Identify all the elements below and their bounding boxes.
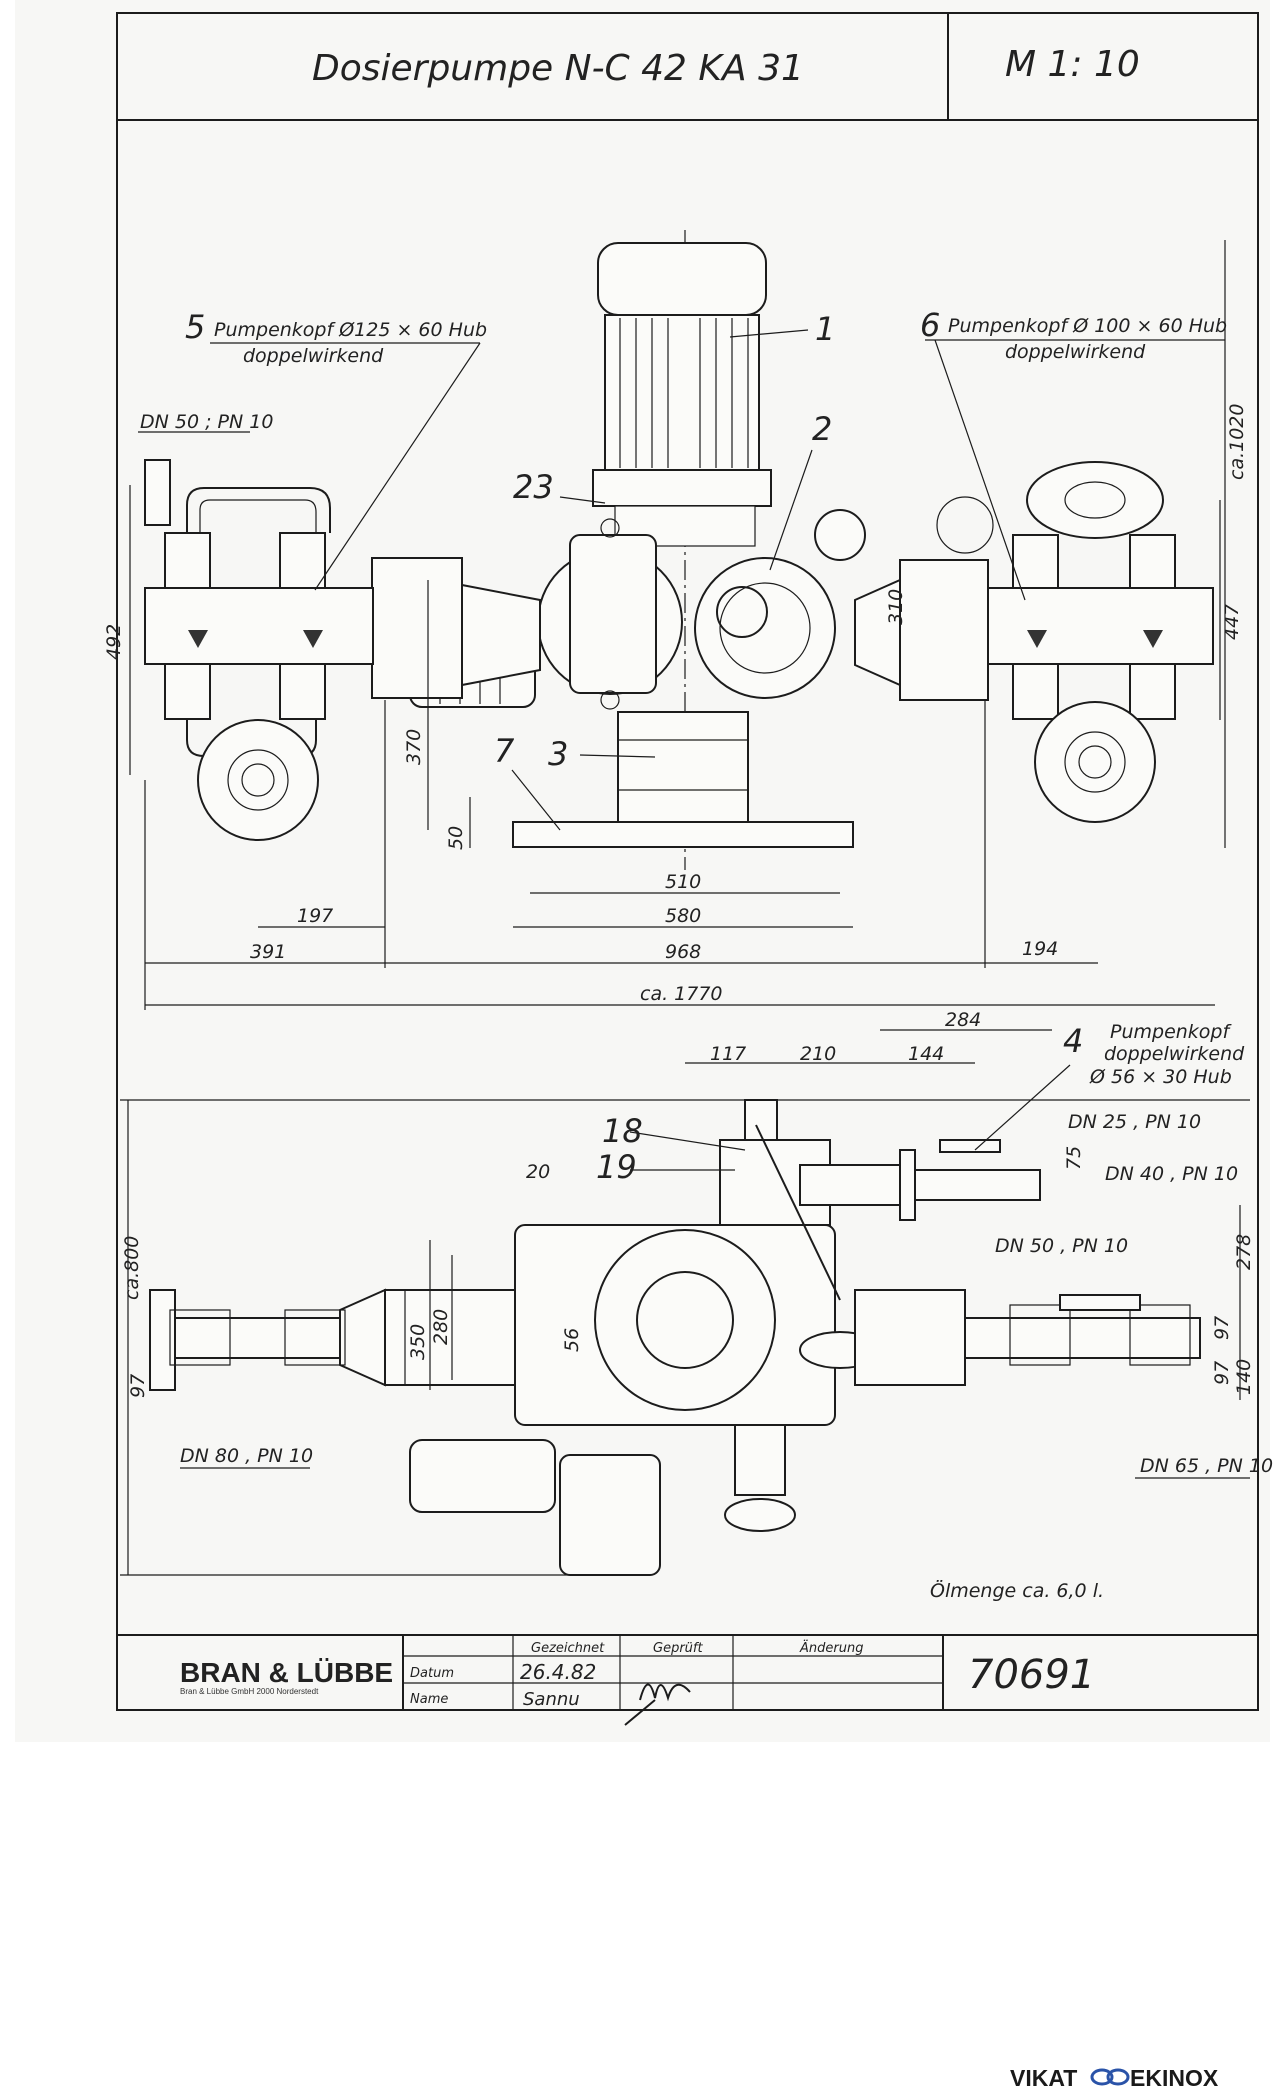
dim-510: 510 — [665, 871, 701, 893]
dim-97-right-upper: 97 — [1211, 1316, 1233, 1340]
dim-968: 968 — [665, 941, 701, 963]
logo-text-right: EKINOX — [1130, 2065, 1219, 2091]
dn40-label: DN 40 , PN 10 — [1105, 1163, 1238, 1185]
dim-50: 50 — [445, 826, 467, 850]
part-4-label: 4 — [1063, 1022, 1083, 1060]
plan-left-pipe — [149, 1317, 341, 1359]
plan-view: 18 19 4 Pumpenkopf doppelwirkend Ø 56 × … — [120, 1009, 1273, 1602]
checker-signature — [624, 1683, 691, 1726]
dim-97-right-lower: 97 — [1211, 1361, 1233, 1385]
pump4-type: doppelwirkend — [1104, 1043, 1245, 1065]
part-1-label: 1 — [815, 310, 835, 348]
pump4-size: Ø 56 × 30 Hub — [1089, 1066, 1232, 1088]
pedestal — [617, 711, 749, 823]
part-7-label: 7 — [494, 732, 515, 770]
dn80-label: DN 80 , PN 10 — [180, 1445, 313, 1467]
dim-56: 56 — [561, 1328, 583, 1352]
motor-body — [604, 314, 760, 471]
dim-20: 20 — [526, 1161, 550, 1183]
pump6-spec: Pumpenkopf Ø 100 × 60 Hub — [948, 315, 1227, 337]
drawn-by-value: Sannu — [523, 1689, 580, 1710]
bolt — [600, 690, 620, 710]
plan-knob-bottom — [724, 1498, 796, 1532]
pressure-gauge — [716, 586, 768, 638]
dim-75: 75 — [1063, 1146, 1085, 1170]
plan-lower-motor — [559, 1454, 661, 1576]
dim-447: 447 — [1221, 604, 1243, 640]
plan-dimension-lines — [127, 1029, 1241, 1575]
dim-144: 144 — [908, 1043, 944, 1065]
plan-pump4-pipe — [799, 1164, 901, 1206]
row-name: Name — [410, 1692, 448, 1707]
dim-278: 278 — [1233, 1234, 1255, 1270]
vikat-ekinox-logo: VIKAT EKINOX — [1010, 2065, 1219, 2091]
part-3-label: 3 — [548, 735, 568, 773]
motor-fins — [619, 318, 749, 468]
drawing-scale: M 1: 10 — [1005, 44, 1140, 85]
dimension-lines — [129, 240, 1226, 1010]
dim-117: 117 — [710, 1043, 746, 1065]
pump5-type: doppelwirkend — [243, 345, 384, 367]
part-6-label: 6 — [920, 306, 940, 344]
part-23-label: 23 — [513, 468, 554, 506]
dim-580: 580 — [665, 905, 701, 927]
part-2-label: 2 — [812, 410, 832, 448]
col-drawn: Gezeichnet — [531, 1641, 605, 1656]
plan-right-pipe — [964, 1317, 1201, 1359]
dn50-bottom-label: DN 50 , PN 10 — [995, 1235, 1128, 1257]
dim-210: 210 — [800, 1043, 836, 1065]
motor-fan-cover — [597, 242, 767, 316]
dim-194: 194 — [1022, 938, 1058, 960]
company-name: BRAN & LÜBBE — [180, 1657, 393, 1688]
pump-head-6 — [854, 461, 1214, 823]
dim-391: 391 — [250, 941, 286, 963]
part-5-label: 5 — [185, 308, 205, 346]
pump5-spec: Pumpenkopf Ø125 × 60 Hub — [214, 319, 487, 341]
dim-370: 370 — [403, 729, 425, 765]
gauge-ring — [719, 582, 811, 674]
dim-1770: ca. 1770 — [640, 983, 723, 1005]
dn25-label: DN 25 , PN 10 — [1068, 1111, 1201, 1133]
drawing-number: 70691 — [968, 1652, 1095, 1698]
oil-quantity-note: Ölmenge ca. 6,0 l. — [930, 1579, 1104, 1602]
col-change: Änderung — [799, 1640, 863, 1656]
base-plate — [512, 821, 854, 848]
dim-350: 350 — [407, 1324, 429, 1360]
dn50-top-label: DN 50 ; PN 10 — [140, 411, 273, 433]
pump-head-5 — [144, 459, 541, 841]
part-18-label: 18 — [602, 1112, 643, 1150]
plan-housing-ring — [594, 1229, 776, 1411]
top-gauge — [814, 509, 866, 561]
front-view: 1 2 23 3 7 5 Pumpenkopf Ø125 × 60 Hub do… — [103, 230, 1248, 1010]
dim-800: ca.800 — [121, 1236, 143, 1300]
dim-310: 310 — [885, 589, 907, 625]
date-value: 26.4.82 — [520, 1660, 596, 1684]
title-block: BRAN & LÜBBE Bran & Lübbe GmbH 2000 Nord… — [117, 1634, 1258, 1726]
dim-1020: ca.1020 — [1226, 404, 1248, 480]
infinity-icon — [1090, 2068, 1130, 2086]
dim-280: 280 — [430, 1309, 452, 1345]
pump6-type: doppelwirkend — [1005, 341, 1146, 363]
bolt — [600, 518, 620, 538]
dn65-label: DN 65 , PN 10 — [1140, 1455, 1273, 1477]
plan-adjust-motor — [409, 1439, 556, 1513]
gearbox-right — [694, 557, 836, 699]
company-address: Bran & Lübbe GmbH 2000 Norderstedt — [180, 1687, 319, 1696]
drawing-frame — [116, 12, 1259, 1711]
plan-motor-fan — [636, 1271, 734, 1369]
drawing-title: Dosierpumpe N-C 42 KA 31 — [312, 48, 804, 89]
part-19-label: 19 — [596, 1148, 637, 1186]
row-date: Datum — [410, 1666, 454, 1681]
dim-284: 284 — [945, 1009, 981, 1031]
stroke-adjuster — [569, 534, 657, 694]
dim-140: 140 — [1233, 1359, 1255, 1395]
col-checked: Geprüft — [653, 1641, 703, 1656]
pump4-spec: Pumpenkopf — [1110, 1021, 1232, 1043]
dim-197: 197 — [297, 905, 333, 927]
logo-text-left: VIKAT — [1010, 2065, 1077, 2091]
motor-flange — [592, 469, 772, 507]
dim-492: 492 — [103, 624, 125, 660]
dim-97-left: 97 — [127, 1374, 149, 1398]
